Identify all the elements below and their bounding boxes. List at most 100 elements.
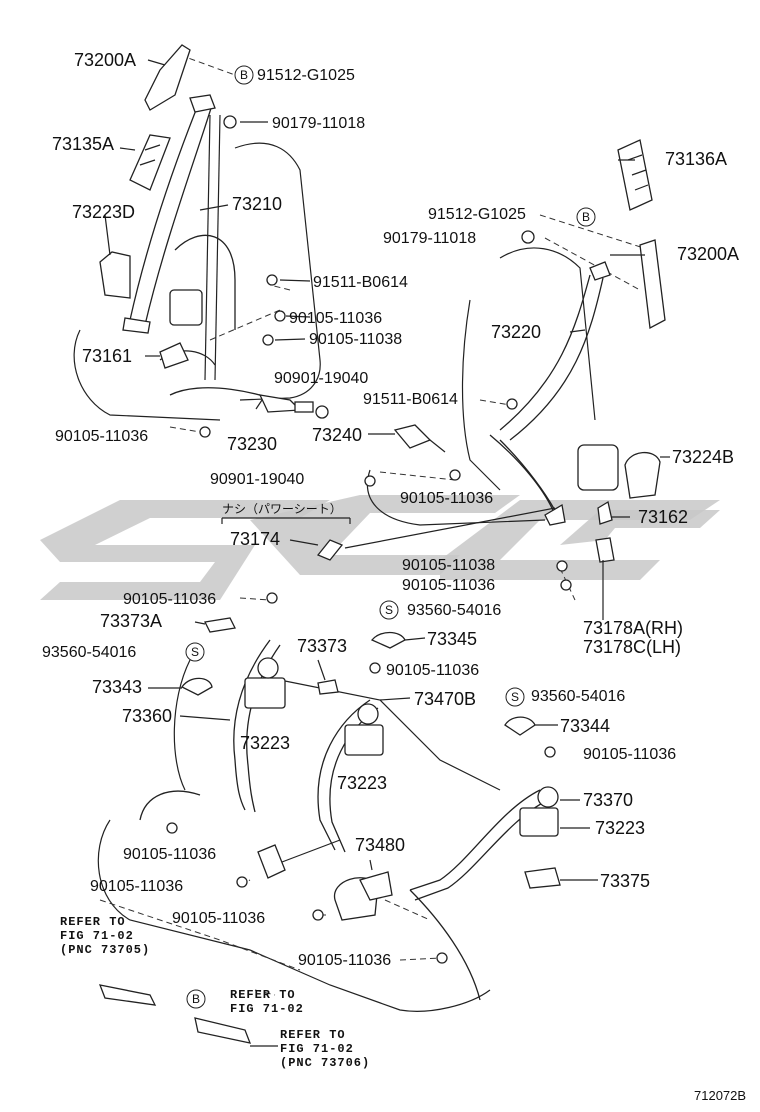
refer2-line1: REFER TO xyxy=(230,988,296,1002)
label-93560-right: 93560-54016 xyxy=(531,688,625,705)
b-mark-right xyxy=(576,207,596,227)
label-91511-right: 91511-B0614 xyxy=(363,391,458,408)
buckle-73240 xyxy=(393,424,446,453)
refer3-line2: FIG 71-02 xyxy=(280,1042,354,1056)
retractor-73223-right xyxy=(519,786,559,837)
b-mark-bottom-text: B xyxy=(192,992,200,1006)
label-90105-11036-k: 90105-11036 xyxy=(298,952,391,969)
s-mark-left-text: S xyxy=(191,645,199,659)
s-mark-mid xyxy=(379,600,399,620)
label-73223-mid: 73223 xyxy=(337,773,387,793)
cover-73136a xyxy=(617,139,653,211)
label-73345: 73345 xyxy=(427,629,477,649)
anchor-73200a-right xyxy=(639,239,666,330)
s-mark-left xyxy=(185,642,205,662)
refer1-line3: (PNC 73705) xyxy=(60,943,150,957)
cover-73343 xyxy=(181,677,213,696)
label-90105-11036-h: 90105-11036 xyxy=(123,846,216,863)
bracket-73373a xyxy=(204,617,236,633)
refer1-line1: REFER TO xyxy=(60,915,126,929)
label-91511-left: 91511-B0614 xyxy=(313,274,408,291)
s-mark-right-text: S xyxy=(511,690,519,704)
label-90179-right: 90179-11018 xyxy=(383,230,476,247)
label-73136a: 73136A xyxy=(665,149,727,169)
bracket-73373 xyxy=(317,679,339,695)
s-mark-mid-text: S xyxy=(385,603,393,617)
label-90105-11036-a: 90105-11036 xyxy=(289,310,382,327)
label-73343: 73343 xyxy=(92,677,142,697)
b-mark-bottom xyxy=(186,989,206,1009)
label-73210: 73210 xyxy=(232,194,282,214)
label-73200a-right: 73200A xyxy=(677,244,739,264)
label-90105-11036-f: 90105-11036 xyxy=(386,662,479,679)
label-73370: 73370 xyxy=(583,790,633,810)
label-90105-11038-a: 90105-11038 xyxy=(309,331,402,348)
bolts xyxy=(166,115,572,964)
refer3-line1: REFER TO xyxy=(280,1028,346,1042)
label-90179-top: 90179-11018 xyxy=(272,115,365,132)
label-73375: 73375 xyxy=(600,871,650,891)
label-73223-left: 73223 xyxy=(240,733,290,753)
label-73162: 73162 xyxy=(638,507,688,527)
b-mark-right-text: B xyxy=(582,210,590,224)
retractor-73223-left xyxy=(244,657,286,709)
label-73344: 73344 xyxy=(560,716,610,736)
label-73223-right: 73223 xyxy=(595,818,645,838)
label-73240: 73240 xyxy=(312,425,362,445)
refer1-line2: FIG 71-02 xyxy=(60,929,134,943)
label-73373a: 73373A xyxy=(100,611,162,631)
label-73178c: 73178C(LH) xyxy=(583,637,681,657)
label-73373: 73373 xyxy=(297,636,347,656)
buckle-73480 xyxy=(257,839,393,921)
b-mark-top xyxy=(234,65,254,85)
label-73230: 73230 xyxy=(227,434,277,454)
label-90105-11036-g: 90105-11036 xyxy=(583,746,676,763)
figure-number: 712072B xyxy=(694,1088,746,1103)
label-90105-11036-e: 90105-11036 xyxy=(123,591,216,608)
leader-lines xyxy=(169,54,651,996)
label-91512-top: 91512-G1025 xyxy=(257,67,355,84)
refer3-line3: (PNC 73706) xyxy=(280,1056,370,1070)
bracket-73375 xyxy=(524,867,561,889)
jp-note-bracket xyxy=(221,517,351,524)
label-73174: 73174 xyxy=(230,529,280,549)
b-mark-top-text: B xyxy=(240,68,248,82)
strap-73174 xyxy=(316,507,556,561)
bracket-73161 xyxy=(159,342,189,369)
cover-73345 xyxy=(370,631,406,649)
buckle-73230 xyxy=(258,394,314,413)
label-90105-11036-d: 90105-11036 xyxy=(402,577,495,594)
bracket-73162 xyxy=(597,500,613,525)
label-90105-11036-j: 90105-11036 xyxy=(172,910,265,927)
label-jp-note: ナシ（パワーシート） xyxy=(222,502,342,516)
label-73224b: 73224B xyxy=(672,447,734,467)
label-73161: 73161 xyxy=(82,346,132,366)
left-belt-assembly-73210 xyxy=(122,94,301,411)
label-73223d: 73223D xyxy=(72,202,135,222)
label-73220: 73220 xyxy=(491,322,541,342)
label-90105-11036-b: 90105-11036 xyxy=(55,428,148,445)
label-73135a: 73135A xyxy=(52,134,114,154)
cover-73178 xyxy=(595,537,615,563)
label-93560-left: 93560-54016 xyxy=(42,644,136,661)
cover-73135a xyxy=(129,134,171,191)
s-mark-right xyxy=(505,687,525,707)
anchor-handles xyxy=(98,984,252,1044)
label-91512-right: 91512-G1025 xyxy=(428,206,526,223)
label-90105-11036-i: 90105-11036 xyxy=(90,878,183,895)
label-leaders xyxy=(104,59,670,881)
label-73470b: 73470B xyxy=(414,689,476,709)
anchor-73200a-top xyxy=(144,44,191,111)
refer2-line2: FIG 71-02 xyxy=(230,1002,304,1016)
cover-73344 xyxy=(504,716,536,736)
label-73480: 73480 xyxy=(355,835,405,855)
retractor-73223-mid xyxy=(344,703,384,756)
label-73178a: 73178A(RH) xyxy=(583,618,683,638)
label-90901-left: 90901-19040 xyxy=(274,370,368,387)
label-90901-right: 90901-19040 xyxy=(210,471,304,488)
label-93560-mid: 93560-54016 xyxy=(407,602,501,619)
label-73360: 73360 xyxy=(122,706,172,726)
callout-labels: 73200A 91512-G1025 90179-11018 73135A 73… xyxy=(42,50,746,1103)
